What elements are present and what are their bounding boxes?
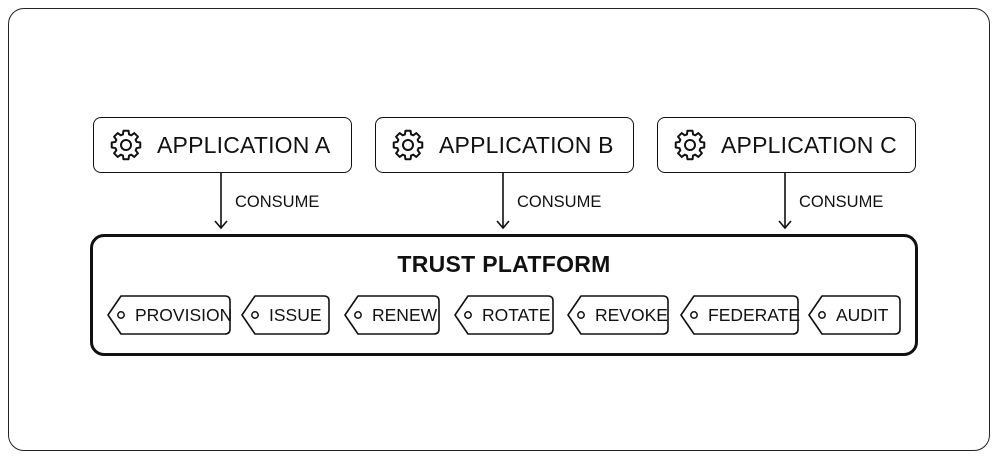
diagram-frame: [8, 8, 990, 451]
gear-icon: [392, 129, 424, 161]
capability-tag-renew: RENEW: [344, 295, 440, 335]
capability-label: PROVISION: [135, 305, 233, 325]
trust-platform-box: TRUST PLATFORM PROVISION ISSUE RENEW ROT…: [90, 234, 918, 356]
tag-icon: [241, 295, 330, 335]
tag-icon: [454, 295, 554, 335]
gear-icon: [110, 129, 142, 161]
consume-label-b: CONSUME: [517, 193, 602, 211]
tag-icon: [680, 295, 799, 335]
application-b-label: APPLICATION B: [439, 131, 614, 158]
consume-arrow-c: [778, 173, 792, 230]
capability-tag-audit: AUDIT: [808, 295, 901, 335]
application-a-box: APPLICATION A: [93, 117, 352, 173]
tag-icon: [107, 295, 231, 335]
capability-label: ISSUE: [269, 305, 322, 325]
capability-tag-issue: ISSUE: [241, 295, 330, 335]
platform-title: TRUST PLATFORM: [397, 251, 611, 277]
application-b-box: APPLICATION B: [375, 117, 634, 173]
consume-arrow-a: [214, 173, 228, 230]
capability-label: ROTATE: [482, 305, 551, 325]
capability-tag-revoke: REVOKE: [567, 295, 669, 335]
consume-label-a: CONSUME: [235, 193, 320, 211]
application-a-label: APPLICATION A: [157, 131, 331, 158]
capability-label: AUDIT: [836, 305, 889, 325]
capability-tag-provision: PROVISION: [107, 295, 233, 335]
capability-tag-rotate: ROTATE: [454, 295, 554, 335]
capability-label: RENEW: [372, 305, 438, 325]
capability-label: FEDERATE: [708, 305, 801, 325]
consume-label-c: CONSUME: [799, 193, 884, 211]
tag-icon: [344, 295, 440, 335]
application-c-box: APPLICATION C: [657, 117, 916, 173]
capability-label: REVOKE: [595, 305, 668, 325]
tag-icon: [567, 295, 669, 335]
consume-arrow-b: [496, 173, 510, 230]
application-c-label: APPLICATION C: [721, 131, 897, 158]
gear-icon: [674, 129, 706, 161]
tag-icon: [808, 295, 901, 335]
capability-tag-federate: FEDERATE: [680, 295, 801, 335]
